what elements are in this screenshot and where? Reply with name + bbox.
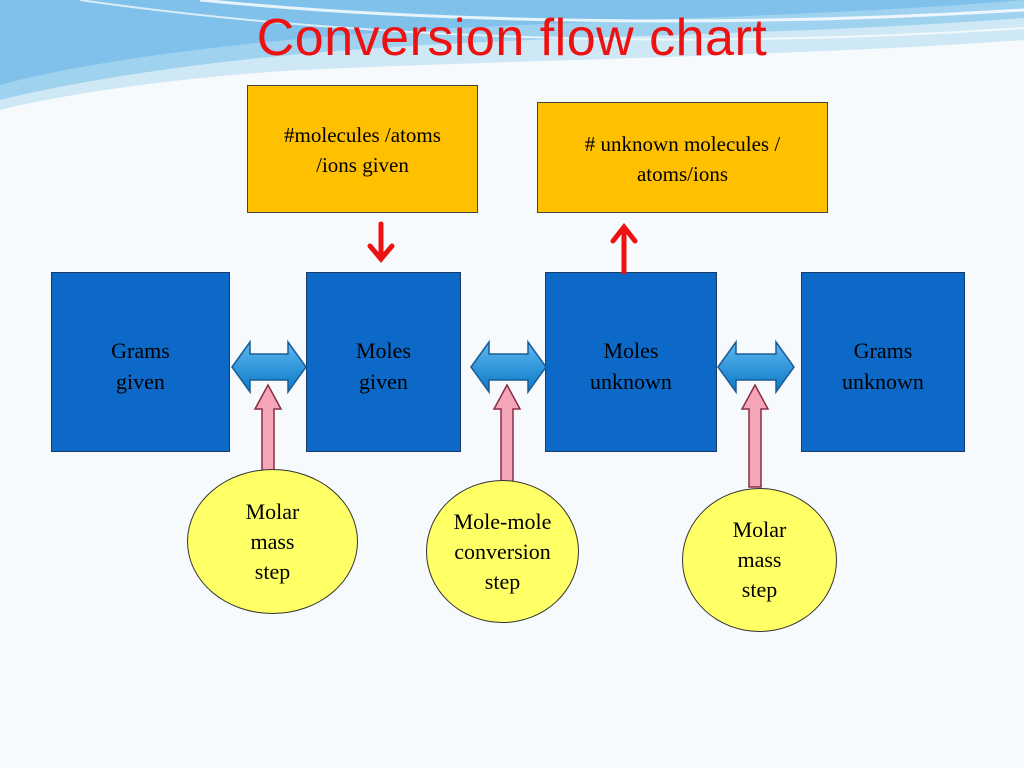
double-arrow-icon-2 (470, 339, 547, 395)
moles-unknown-label: Moles unknown (590, 338, 672, 394)
double-arrow-icon-3 (717, 339, 795, 395)
moles-unknown-box: Moles unknown (545, 272, 717, 452)
up-red-arrow-icon (610, 222, 638, 275)
molecules-given-label: #molecules /atoms /ions given (284, 123, 441, 177)
down-arrow-icon (367, 221, 395, 263)
molar-mass-step-left: Molar mass step (187, 469, 358, 614)
molecules-unknown-label: # unknown molecules / atoms/ions (584, 132, 781, 186)
grams-unknown-label: Grams unknown (842, 338, 924, 394)
moles-given-box: Moles given (306, 272, 461, 452)
molecules-given-box: #molecules /atoms /ions given (247, 85, 478, 213)
molar-mass-step-right: Molar mass step (682, 488, 837, 632)
grams-given-label: Grams given (111, 338, 170, 394)
molecules-unknown-box: # unknown molecules / atoms/ions (537, 102, 828, 213)
moles-given-label: Moles given (356, 338, 411, 394)
page-title: Conversion flow chart (256, 9, 768, 67)
double-arrow-icon-1 (231, 339, 307, 395)
mole-mole-step-label: Mole-mole conversion step (453, 508, 552, 594)
up-arrow-icon-2 (492, 383, 522, 488)
mole-mole-step: Mole-mole conversion step (426, 480, 579, 623)
up-arrow-icon-3 (740, 383, 770, 488)
molar-mass-step-left-label: Molar mass step (245, 498, 300, 584)
grams-given-box: Grams given (51, 272, 230, 452)
grams-unknown-box: Grams unknown (801, 272, 965, 452)
molar-mass-step-right-label: Molar mass step (732, 517, 787, 602)
